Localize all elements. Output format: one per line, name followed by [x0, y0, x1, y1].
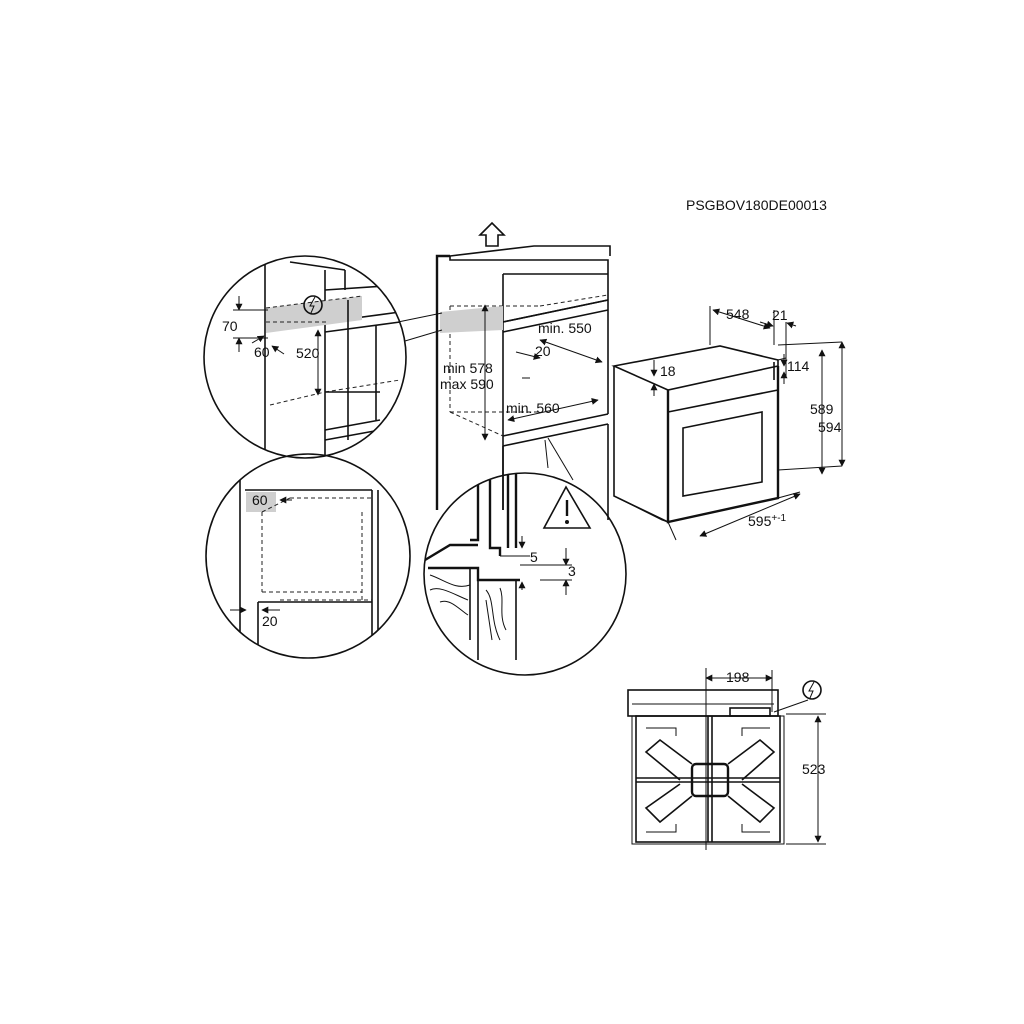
warning-triangle-icon [542, 485, 592, 529]
cabinet-drawing [435, 221, 611, 520]
label-min-550: min. 550 [538, 320, 592, 336]
label-114: 114 [787, 358, 810, 374]
oven-top-view [627, 668, 826, 850]
label-595: 595+-1 [748, 513, 787, 529]
label-min-578: min 578 [443, 360, 493, 376]
label-594: 594 [818, 419, 842, 435]
oven-drawing [611, 306, 846, 541]
label-3: 3 [568, 563, 576, 579]
label-520: 520 [296, 345, 320, 361]
label-548: 548 [726, 306, 750, 322]
label-18: 18 [660, 363, 676, 379]
label-5: 5 [530, 549, 538, 565]
label-589: 589 [810, 401, 834, 417]
label-20-side: 20 [262, 613, 278, 629]
detail-circle-top [203, 255, 407, 459]
ventilation-arrow-icon [478, 221, 506, 247]
label-21: 21 [772, 307, 788, 323]
label-60-detail: 60 [254, 344, 270, 360]
label-595-tolerance: +-1 [771, 513, 786, 524]
label-20-cabinet: 20 [535, 343, 551, 359]
document-code: PSGBOV180DE00013 [686, 197, 827, 213]
electric-connection-icon [303, 295, 323, 315]
detail-circle-gap [423, 472, 627, 676]
label-70: 70 [222, 318, 238, 334]
electric-connection-icon [802, 680, 822, 700]
detail-circle-side [205, 453, 411, 659]
label-523: 523 [802, 761, 826, 777]
label-198: 198 [726, 669, 750, 685]
label-60-side: 60 [252, 492, 268, 508]
label-min-560: min. 560 [506, 400, 560, 416]
label-max-590: max 590 [440, 376, 494, 392]
label-595-value: 595 [748, 513, 772, 529]
